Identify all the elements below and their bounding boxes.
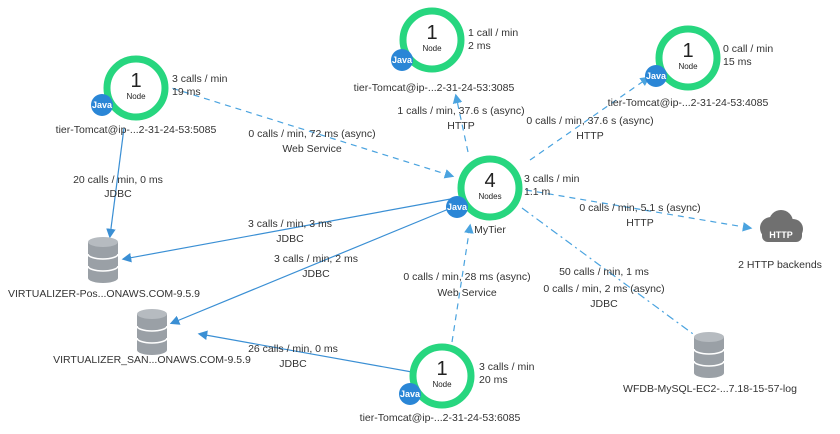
node-time: 15 ms xyxy=(723,56,752,68)
node-time: 1.1 m xyxy=(524,186,551,198)
node-calls: 0 call / min xyxy=(723,43,773,55)
edge-6085-db2[interactable]: 26 calls / min, 0 ms JDBC xyxy=(197,330,413,373)
java-icon: Java xyxy=(645,65,667,87)
java-icon: Java xyxy=(446,196,468,218)
java-icon: Java xyxy=(91,94,113,116)
node-calls: 3 calls / min xyxy=(524,173,580,185)
edge-label-protocol: HTTP xyxy=(626,217,653,229)
edge-5085-db1[interactable]: 20 calls / min, 0 ms JDBC xyxy=(73,127,163,239)
edge-label-calls: 50 calls / min, 1 ms xyxy=(559,266,649,278)
java-icon: Java xyxy=(399,383,421,405)
edge-mytier-4085[interactable]: 0 calls / min, 37.6 s (async) HTTP xyxy=(526,76,654,161)
edge-mytier-db3[interactable]: 50 calls / min, 1 ms 0 calls / min, 2 ms… xyxy=(521,207,706,344)
tier-node-4085[interactable]: 1 Node Java 0 call / min 15 ms tier-Tomc… xyxy=(608,25,774,109)
edge-label-protocol: JDBC xyxy=(590,298,618,310)
node-unit: Nodes xyxy=(478,192,501,201)
database-icon xyxy=(693,332,725,378)
database-db1[interactable]: VIRTUALIZER-Pos...ONAWS.COM-9.5.9 xyxy=(8,237,200,300)
edge-label-calls: 1 calls / min, 37.6 s (async) xyxy=(397,105,524,117)
database-db2[interactable]: VIRTUALIZER_SAN...ONAWS.COM-9.5.9 xyxy=(53,309,251,366)
edge-label-calls: 0 calls / min, 28 ms (async) xyxy=(403,271,530,283)
svg-text:Java: Java xyxy=(400,389,421,399)
node-count: 1 xyxy=(130,70,141,92)
tier-node-3085[interactable]: 1 Node Java 1 call / min 2 ms tier-Tomca… xyxy=(354,7,519,94)
node-name: MyTier xyxy=(474,224,506,236)
node-name: tier-Tomcat@ip-...2-31-24-53:4085 xyxy=(608,97,769,109)
edge-5085-mytier[interactable]: 0 calls / min, 72 ms (async) Web Service xyxy=(161,84,455,179)
database-icon xyxy=(87,237,119,283)
database-name: VIRTUALIZER-Pos...ONAWS.COM-9.5.9 xyxy=(8,288,200,300)
svg-text:Java: Java xyxy=(392,55,413,65)
edge-label-calls: 0 calls / min, 37.6 s (async) xyxy=(526,115,653,127)
http-cloud-icon: HTTP xyxy=(760,210,803,242)
node-time: 20 ms xyxy=(479,374,508,386)
database-icon xyxy=(136,309,168,355)
database-db3[interactable]: WFDB-MySQL-EC2-...7.18-15-57-log xyxy=(623,332,797,395)
node-name: tier-Tomcat@ip-...2-31-24-53:6085 xyxy=(360,412,521,424)
node-name: tier-Tomcat@ip-...2-31-24-53:5085 xyxy=(56,124,217,136)
edge-label-calls: 20 calls / min, 0 ms xyxy=(73,174,163,186)
svg-text:Java: Java xyxy=(646,71,667,81)
svg-text:Java: Java xyxy=(447,202,468,212)
node-count: 1 xyxy=(426,22,437,44)
edge-label-calls-async: 0 calls / min, 2 ms (async) xyxy=(543,283,664,295)
edge-label-protocol: HTTP xyxy=(447,120,474,132)
edge-label-calls: 3 calls / min, 2 ms xyxy=(274,253,358,265)
node-calls: 1 call / min xyxy=(468,27,518,39)
edge-label-calls: 26 calls / min, 0 ms xyxy=(248,343,338,355)
edge-label-protocol: Web Service xyxy=(437,287,496,299)
edge-label-protocol: Web Service xyxy=(282,143,341,155)
node-unit: Node xyxy=(432,380,452,389)
edge-label-protocol: JDBC xyxy=(302,268,330,280)
node-time: 2 ms xyxy=(468,40,491,52)
tier-node-6085[interactable]: 1 Node Java 3 calls / min 20 ms tier-Tom… xyxy=(360,343,535,424)
database-name: VIRTUALIZER_SAN...ONAWS.COM-9.5.9 xyxy=(53,354,251,366)
edge-label-protocol: JDBC xyxy=(276,233,304,245)
edge-label-protocol: JDBC xyxy=(104,188,132,200)
backend-name: 2 HTTP backends xyxy=(738,259,822,271)
edge-label-protocol: HTTP xyxy=(576,130,603,142)
svg-text:Java: Java xyxy=(92,100,113,110)
node-calls: 3 calls / min xyxy=(172,73,228,85)
node-count: 1 xyxy=(682,40,693,62)
svg-text:HTTP: HTTP xyxy=(769,230,793,240)
http-backend[interactable]: HTTP 2 HTTP backends xyxy=(738,210,822,271)
node-time: 19 ms xyxy=(172,86,201,98)
node-calls: 3 calls / min xyxy=(479,361,535,373)
node-count: 1 xyxy=(436,358,447,380)
edge-label-calls: 3 calls / min, 3 ms xyxy=(248,218,332,230)
edge-label-calls: 0 calls / min, 5.1 s (async) xyxy=(579,202,700,214)
edge-label-protocol: JDBC xyxy=(279,358,307,370)
edge-6085-mytier[interactable]: 0 calls / min, 28 ms (async) Web Service xyxy=(403,223,531,343)
tier-node-mytier[interactable]: 4 Nodes Java 3 calls / min 1.1 m MyTier xyxy=(446,155,580,236)
node-unit: Node xyxy=(678,62,698,71)
java-icon: Java xyxy=(391,49,413,71)
node-unit: Node xyxy=(422,44,442,53)
edge-label-calls: 0 calls / min, 72 ms (async) xyxy=(248,128,375,140)
edge-mytier-db1[interactable]: 3 calls / min, 3 ms JDBC xyxy=(121,197,457,263)
node-unit: Node xyxy=(126,92,146,101)
database-name: WFDB-MySQL-EC2-...7.18-15-57-log xyxy=(623,383,797,395)
edge-mytier-db2[interactable]: 3 calls / min, 2 ms JDBC xyxy=(169,205,457,325)
edge-mytier-http[interactable]: 0 calls / min, 5.1 s (async) HTTP xyxy=(525,189,753,232)
edge-mytier-3085[interactable]: 1 calls / min, 37.6 s (async) HTTP xyxy=(397,93,525,153)
node-name: tier-Tomcat@ip-...2-31-24-53:3085 xyxy=(354,82,515,94)
tier-node-5085[interactable]: 1 Node Java 3 calls / min 19 ms tier-Tom… xyxy=(56,55,228,136)
node-count: 4 xyxy=(484,170,495,192)
